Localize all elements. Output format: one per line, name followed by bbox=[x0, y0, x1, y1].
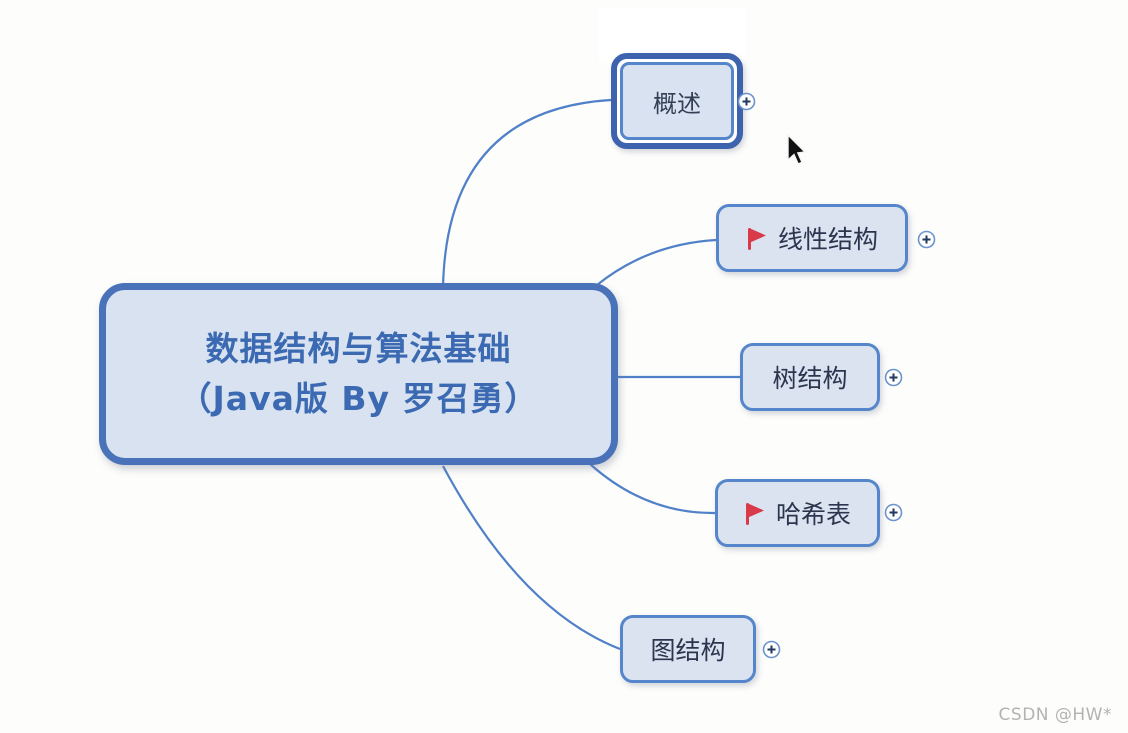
topic-overview[interactable]: 概述 bbox=[620, 62, 734, 140]
mouse-cursor-icon bbox=[787, 133, 807, 165]
expand-button-tree[interactable] bbox=[884, 368, 903, 387]
flag-icon bbox=[746, 225, 768, 252]
topic-tree-structure[interactable]: 树结构 bbox=[740, 343, 880, 411]
connector-linear bbox=[596, 238, 717, 286]
topic-tree-structure-label: 树结构 bbox=[772, 364, 848, 393]
watermark: CSDN @HW* bbox=[998, 705, 1112, 725]
topic-linear-structure-label: 线性结构 bbox=[777, 225, 878, 254]
topic-linear-structure[interactable]: 线性结构 bbox=[716, 204, 908, 272]
connector-graph bbox=[442, 465, 621, 651]
plus-circle-icon bbox=[917, 230, 936, 249]
topic-hash-table[interactable]: 哈希表 bbox=[715, 479, 880, 547]
root-topic[interactable]: 数据结构与算法基础 （Java版 By 罗召勇） bbox=[99, 283, 618, 465]
plus-circle-icon bbox=[762, 640, 781, 659]
plus-circle-icon bbox=[884, 503, 903, 522]
topic-overview-label: 概述 bbox=[653, 89, 701, 118]
plus-circle-icon bbox=[737, 92, 756, 111]
topic-graph-structure[interactable]: 图结构 bbox=[620, 615, 756, 683]
connector-overview bbox=[441, 98, 612, 288]
root-topic-line2: （Java版 By 罗召勇） bbox=[178, 379, 539, 418]
plus-circle-icon bbox=[884, 368, 903, 387]
expand-button-overview[interactable] bbox=[737, 92, 756, 111]
expand-button-hash[interactable] bbox=[884, 503, 903, 522]
expand-button-graph[interactable] bbox=[762, 640, 781, 659]
root-topic-line1: 数据结构与算法基础 bbox=[205, 329, 512, 368]
connector-hash bbox=[589, 463, 716, 515]
flag-icon bbox=[744, 500, 766, 527]
selection-outline: 概述 bbox=[611, 53, 743, 149]
topic-hash-table-label: 哈希表 bbox=[775, 500, 851, 529]
expand-button-linear[interactable] bbox=[917, 230, 936, 249]
topic-graph-structure-label: 图结构 bbox=[650, 636, 726, 665]
